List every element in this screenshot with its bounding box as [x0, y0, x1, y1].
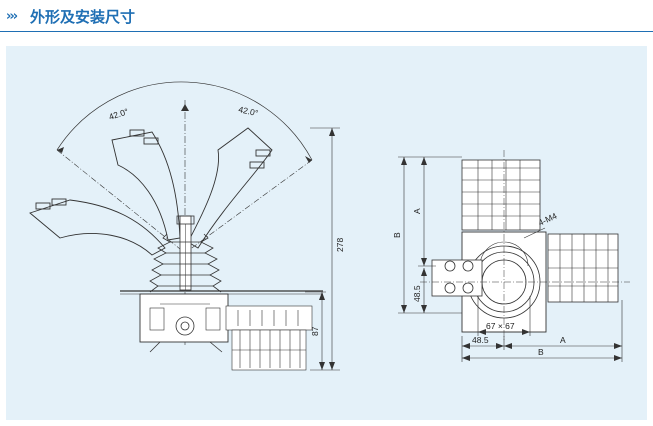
- dim-A-horizontal-label: A: [560, 335, 566, 345]
- section-header: ››› 外形及安装尺寸: [0, 0, 653, 32]
- dimension-B-vertical: [398, 156, 462, 314]
- contact-blocks: [225, 305, 313, 371]
- handle-center-swing: [111, 129, 181, 241]
- section-title: 外形及安装尺寸: [30, 8, 136, 26]
- dimension-A-horizontal: [504, 300, 623, 362]
- angle-label-right: 42.0°: [238, 104, 260, 118]
- switch-body: [139, 293, 229, 353]
- dimension-48-5-vertical: [421, 268, 427, 313]
- dim-B-horizontal-label: B: [538, 347, 544, 357]
- dimension-278: [310, 127, 340, 371]
- handle-left-swing: [29, 198, 166, 256]
- header-divider: [0, 31, 653, 32]
- square-label: 67 × 67: [486, 321, 515, 331]
- dim-48-5-vertical-label: 48.5: [412, 285, 422, 302]
- chevron-right-icon: ›››: [6, 9, 18, 24]
- dim-B-vertical-label: B: [392, 232, 402, 238]
- dimension-67x67: [477, 296, 531, 336]
- dimension-A-vertical: [418, 157, 436, 267]
- height-total-label: 278: [335, 238, 345, 252]
- angle-label-left: 42.0°: [108, 106, 130, 122]
- dimension-B-horizontal: [462, 355, 622, 361]
- dim-A-vertical-label: A: [412, 208, 422, 214]
- rubber-boot: [149, 233, 222, 293]
- dim-48-5-horizontal-label: 48.5: [472, 335, 489, 345]
- thread-leader: [523, 227, 546, 239]
- dimension-48-5-horizontal: [461, 336, 505, 362]
- dimension-87: [305, 291, 326, 370]
- height-lower-label: 87: [310, 326, 320, 336]
- top-view-body: [420, 150, 630, 342]
- handle-right-swing: [187, 127, 273, 249]
